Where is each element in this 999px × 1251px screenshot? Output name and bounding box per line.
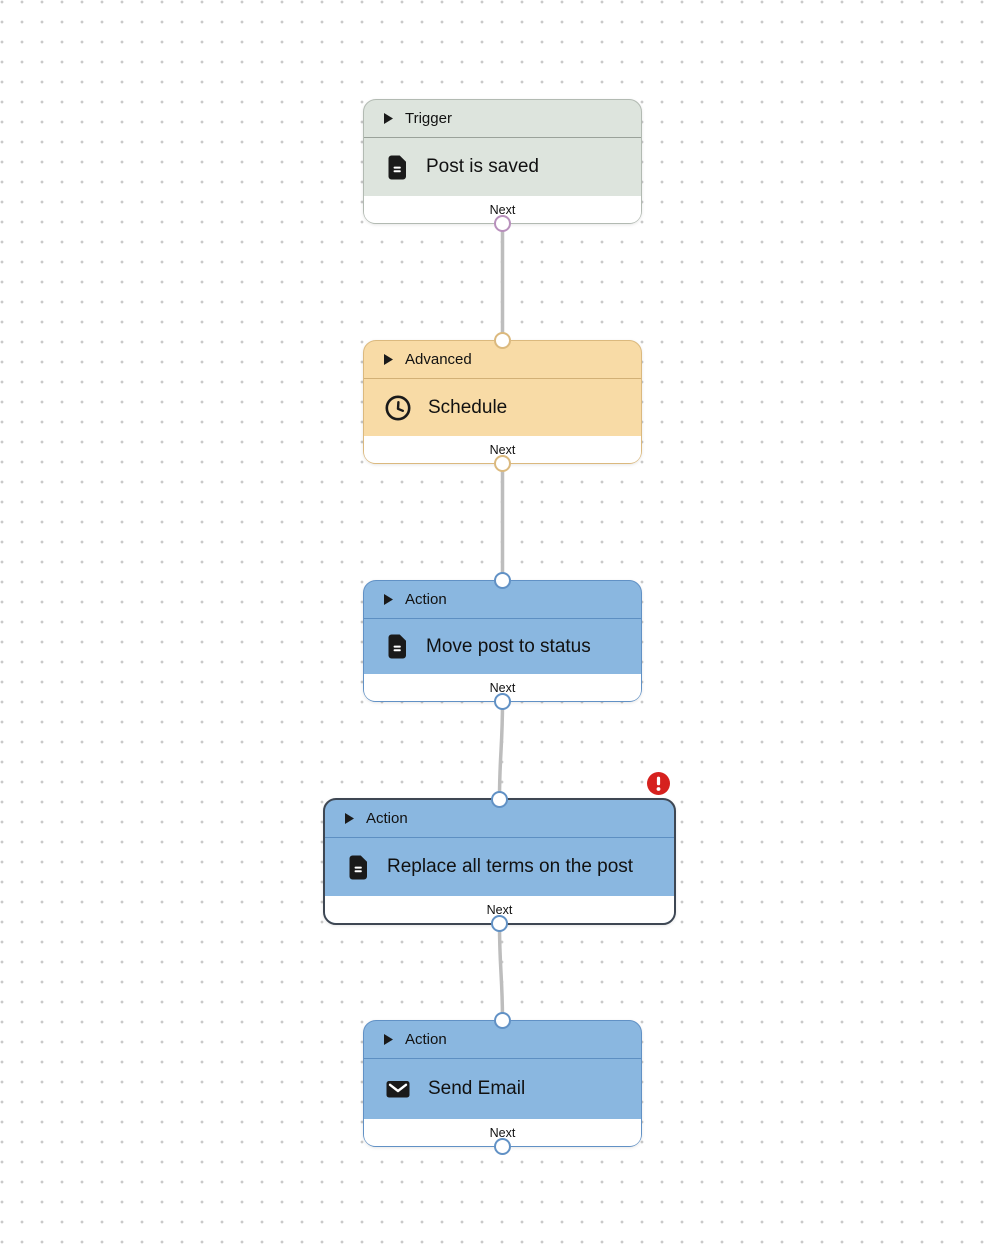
next-label: Next bbox=[489, 680, 516, 695]
node-title: Send Email bbox=[428, 1078, 526, 1099]
node-body[interactable]: Post is saved bbox=[364, 138, 641, 196]
collapse-triangle-icon bbox=[345, 813, 354, 824]
document-icon bbox=[349, 855, 367, 879]
node-header[interactable]: Trigger bbox=[364, 100, 641, 138]
node-body[interactable]: Send Email bbox=[364, 1059, 641, 1119]
collapse-triangle-icon bbox=[384, 354, 393, 365]
connection-path bbox=[497, 923, 505, 1022]
next-label: Next bbox=[489, 202, 516, 217]
node-category-label: Advanced bbox=[405, 351, 472, 368]
document-icon bbox=[388, 155, 406, 179]
mail-icon bbox=[386, 1081, 410, 1098]
error-badge-icon bbox=[647, 772, 670, 795]
connection-path bbox=[497, 700, 505, 800]
node-action-send-email[interactable]: Action Send Email Next bbox=[363, 1012, 642, 1155]
document-icon bbox=[388, 634, 406, 659]
node-title: Post is saved bbox=[426, 156, 539, 177]
node-header[interactable]: Action bbox=[325, 800, 674, 838]
node-header[interactable]: Action bbox=[364, 1021, 641, 1059]
node-category-label: Action bbox=[405, 591, 447, 608]
node-category-label: Action bbox=[366, 810, 408, 827]
next-label: Next bbox=[489, 442, 516, 457]
node-body[interactable]: Move post to status bbox=[364, 619, 641, 674]
node-category-label: Trigger bbox=[405, 110, 452, 127]
input-port[interactable] bbox=[494, 332, 511, 349]
node-title: Schedule bbox=[428, 396, 508, 418]
node-action-replace-all-terms[interactable]: Action Replace all terms on the post Nex… bbox=[323, 772, 676, 932]
collapse-triangle-icon bbox=[384, 113, 393, 124]
output-port[interactable] bbox=[494, 1138, 511, 1155]
output-port[interactable] bbox=[491, 915, 508, 932]
node-body[interactable]: Replace all terms on the post bbox=[325, 838, 674, 896]
output-port[interactable] bbox=[494, 215, 511, 232]
node-title: Move post to status bbox=[426, 635, 591, 657]
input-port[interactable] bbox=[494, 572, 511, 589]
input-port[interactable] bbox=[491, 791, 508, 808]
output-port[interactable] bbox=[494, 693, 511, 710]
node-advanced-schedule[interactable]: Advanced Schedule Next bbox=[363, 332, 642, 472]
node-title: Replace all terms on the post bbox=[387, 856, 634, 877]
node-header[interactable]: Action bbox=[364, 581, 641, 619]
clock-icon bbox=[385, 395, 411, 420]
next-label: Next bbox=[489, 1125, 516, 1140]
node-body[interactable]: Schedule bbox=[364, 379, 641, 436]
node-action-move-post-to-status[interactable]: Action Move post to status Next bbox=[363, 572, 642, 710]
node-trigger-post-is-saved[interactable]: Trigger Post is saved Next bbox=[363, 99, 642, 232]
node-category-label: Action bbox=[405, 1031, 447, 1048]
input-port[interactable] bbox=[494, 1012, 511, 1029]
node-header[interactable]: Advanced bbox=[364, 341, 641, 379]
collapse-triangle-icon bbox=[384, 1034, 393, 1045]
collapse-triangle-icon bbox=[384, 594, 393, 605]
next-label: Next bbox=[486, 902, 513, 917]
output-port[interactable] bbox=[494, 455, 511, 472]
